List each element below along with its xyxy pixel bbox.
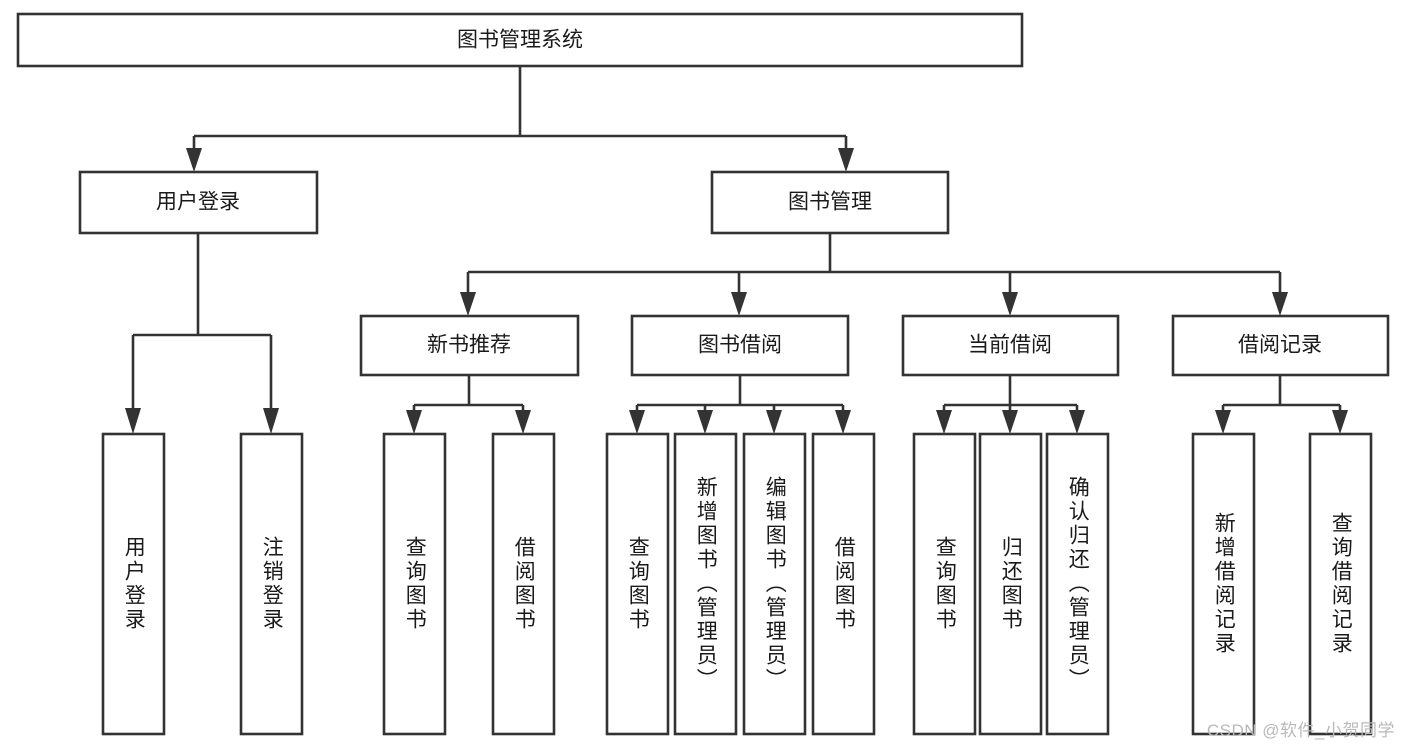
connector-borrowrecord-to-leaves xyxy=(1215,375,1348,434)
arrow-head-icon xyxy=(406,410,422,434)
connector-bookmgmt-to-level3 xyxy=(460,233,1288,316)
arrow-head-icon xyxy=(186,148,202,172)
connector-userlogin-to-leaves xyxy=(125,233,279,434)
node-current-borrow[interactable]: 当前借阅 xyxy=(901,314,1120,377)
arrow-head-icon xyxy=(125,408,141,434)
connector-root-to-level2 xyxy=(186,66,854,172)
connector-bookborrow-to-leaves xyxy=(629,375,851,434)
node-user-login[interactable]: 用户登录 xyxy=(78,170,319,235)
arrow-head-icon xyxy=(936,410,952,434)
leaf-box-add-borrow-record[interactable] xyxy=(1191,432,1256,736)
arrow-head-icon xyxy=(263,408,279,434)
node-new-book-recommend[interactable]: 新书推荐 xyxy=(359,314,580,377)
arrow-head-icon xyxy=(835,410,851,434)
node-book-management-label: 图书管理 xyxy=(788,191,872,214)
arrow-head-icon xyxy=(460,292,476,316)
arrow-head-icon xyxy=(838,148,854,172)
node-book-borrow-label: 图书借阅 xyxy=(698,334,782,357)
node-user-login-label: 用户登录 xyxy=(156,191,240,214)
leaf-box-query-book-3[interactable] xyxy=(912,432,977,736)
arrow-head-icon xyxy=(1272,292,1288,316)
leaf-box-query-book-2[interactable] xyxy=(605,432,670,736)
arrow-head-icon xyxy=(629,410,645,434)
connector-currentborrow-to-leaves xyxy=(936,375,1085,434)
leaf-box-return-book[interactable] xyxy=(978,432,1043,736)
arrow-head-icon xyxy=(1002,410,1018,434)
arrow-head-icon xyxy=(731,292,747,316)
node-current-borrow-label: 当前借阅 xyxy=(968,334,1052,357)
node-root-book-management-system[interactable]: 图书管理系统 xyxy=(16,12,1024,68)
leaf-box-query-book-1[interactable] xyxy=(382,432,447,736)
leaf-box-edit-book-admin[interactable] xyxy=(742,432,807,736)
node-borrow-record[interactable]: 借阅记录 xyxy=(1171,314,1390,377)
watermark: CSDN @软件_小贺同学 xyxy=(1206,721,1395,740)
leaf-box-logout-login[interactable] xyxy=(239,432,304,736)
arrow-head-icon xyxy=(1069,410,1085,434)
arrow-head-icon xyxy=(697,410,713,434)
leaf-box-add-book-admin[interactable] xyxy=(673,432,738,736)
arrow-head-icon xyxy=(1332,410,1348,434)
leaf-boxes-group xyxy=(101,432,1373,736)
leaf-box-confirm-return-admin[interactable] xyxy=(1045,432,1110,736)
leaf-box-user-login[interactable] xyxy=(101,432,166,736)
arrow-head-icon xyxy=(1002,292,1018,316)
arrow-head-icon xyxy=(1215,410,1231,434)
arrow-head-icon xyxy=(515,410,531,434)
connector-newbook-to-leaves xyxy=(406,375,531,434)
arrow-head-icon xyxy=(766,410,782,434)
leaf-box-borrow-book-1[interactable] xyxy=(491,432,556,736)
node-borrow-record-label: 借阅记录 xyxy=(1238,334,1322,357)
leaf-box-borrow-book-2[interactable] xyxy=(811,432,876,736)
leaf-box-query-borrow-record[interactable] xyxy=(1308,432,1373,736)
node-root-label: 图书管理系统 xyxy=(457,29,583,52)
node-book-management[interactable]: 图书管理 xyxy=(710,170,950,235)
node-book-borrow[interactable]: 图书借阅 xyxy=(630,314,850,377)
node-new-book-recommend-label: 新书推荐 xyxy=(427,334,511,357)
